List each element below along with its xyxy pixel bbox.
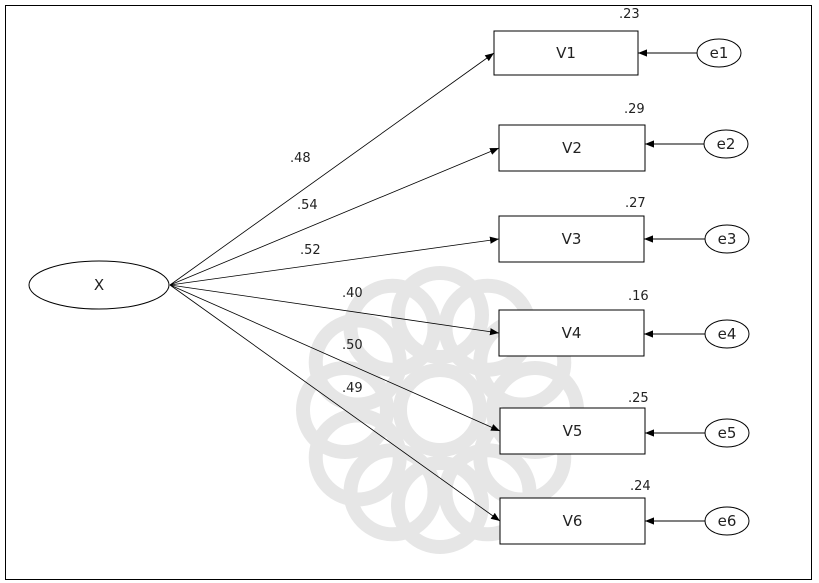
loading-coefficient: .52 bbox=[300, 243, 321, 258]
loading-path bbox=[169, 284, 501, 522]
indicator-v4[interactable]: V4 .16 .40 e4 bbox=[169, 284, 750, 357]
loading-path bbox=[169, 147, 500, 286]
loading-coefficient: .40 bbox=[342, 286, 363, 301]
indicator-label: V3 bbox=[562, 230, 582, 248]
indicator-box bbox=[493, 30, 639, 76]
error-node[interactable] bbox=[703, 129, 749, 159]
loading-path bbox=[169, 52, 495, 286]
indicator-box bbox=[498, 215, 645, 263]
watermark-ring bbox=[308, 408, 407, 507]
r-squared-label: .29 bbox=[624, 102, 645, 117]
error-label: e6 bbox=[718, 512, 737, 530]
error-label: e4 bbox=[718, 325, 737, 343]
indicator-label: V5 bbox=[563, 422, 583, 440]
error-node[interactable] bbox=[704, 506, 750, 536]
indicator-v1[interactable]: V1 .23 .48 e1 bbox=[169, 7, 742, 286]
indicator-v3[interactable]: V3 .27 .52 e3 bbox=[169, 196, 750, 286]
loading-coefficient: .50 bbox=[342, 338, 363, 353]
latent-label: X bbox=[94, 276, 104, 294]
r-squared-label: .24 bbox=[630, 479, 651, 494]
r-squared-label: .16 bbox=[628, 289, 649, 304]
loading-path bbox=[169, 284, 501, 432]
error-node[interactable] bbox=[704, 418, 750, 448]
latent-ellipse bbox=[28, 260, 170, 310]
error-label: e2 bbox=[717, 135, 736, 153]
watermark-ornament bbox=[296, 266, 584, 554]
error-node[interactable] bbox=[696, 38, 742, 68]
watermark-ring bbox=[343, 278, 442, 377]
latent-node[interactable]: X bbox=[28, 260, 170, 310]
watermark-ring bbox=[438, 443, 537, 542]
indicator-box bbox=[498, 124, 646, 172]
watermark-ring bbox=[391, 266, 489, 364]
r-squared-label: .23 bbox=[619, 7, 640, 22]
r-squared-label: .25 bbox=[628, 391, 649, 406]
error-label: e1 bbox=[710, 44, 729, 62]
loading-path bbox=[169, 284, 500, 336]
indicator-v2[interactable]: V2 .29 .54 e2 bbox=[169, 102, 749, 286]
r-squared-label: .27 bbox=[625, 196, 646, 211]
watermark-ring bbox=[296, 361, 394, 459]
indicator-label: V4 bbox=[562, 324, 582, 342]
indicator-box bbox=[499, 497, 646, 545]
indicator-label: V1 bbox=[556, 44, 576, 62]
error-label: e5 bbox=[718, 424, 737, 442]
watermark-ring bbox=[391, 456, 489, 554]
error-label: e3 bbox=[718, 230, 737, 248]
indicator-label: V2 bbox=[562, 139, 582, 157]
loading-coefficient: .54 bbox=[297, 198, 318, 213]
indicator-box bbox=[499, 407, 646, 455]
loading-coefficient: .48 bbox=[290, 151, 311, 166]
indicator-box bbox=[498, 309, 645, 357]
error-node[interactable] bbox=[704, 224, 750, 254]
indicator-v5[interactable]: V5 .25 .50 e5 bbox=[169, 284, 750, 455]
loading-coefficient: .49 bbox=[342, 381, 363, 396]
diagram-frame bbox=[5, 5, 812, 580]
indicator-label: V6 bbox=[563, 512, 583, 530]
loading-path bbox=[169, 236, 500, 286]
error-node[interactable] bbox=[704, 319, 750, 349]
indicator-v6[interactable]: V6 .24 .49 e6 bbox=[169, 284, 750, 545]
watermark-center bbox=[393, 363, 487, 457]
